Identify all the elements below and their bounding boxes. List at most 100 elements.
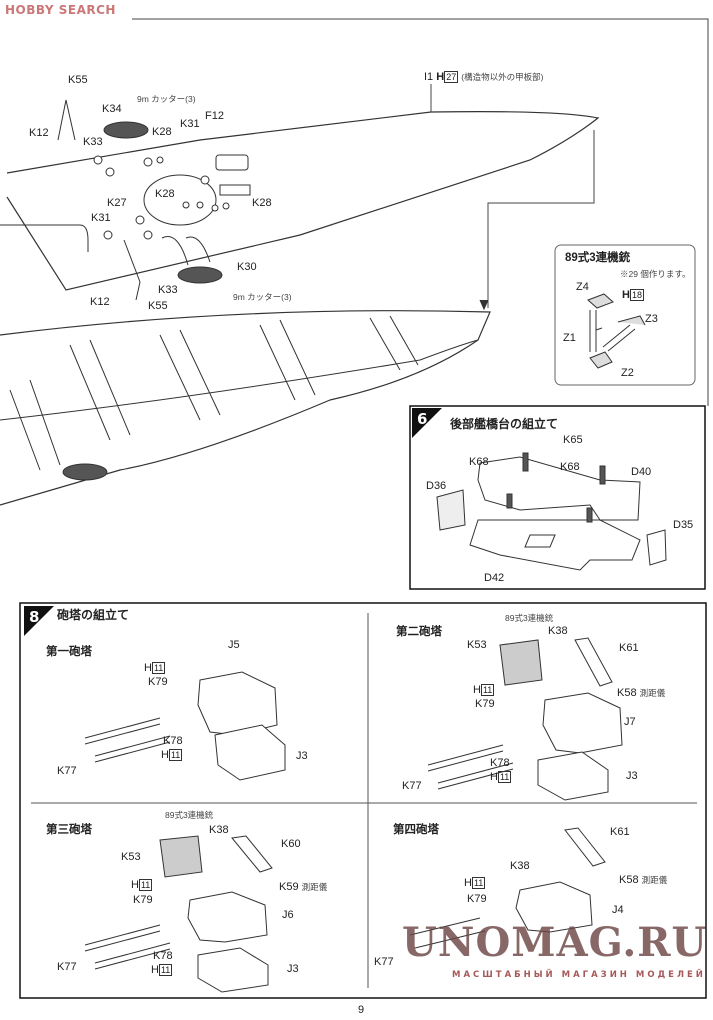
part-label: K12 <box>90 296 110 308</box>
part-label: Z4 <box>576 281 589 293</box>
paint-number: 11 <box>471 877 486 889</box>
paint-note: (構造物以外の甲板部) <box>461 72 544 82</box>
part-label: K58 測距儀 <box>617 687 665 699</box>
cutter-boat <box>103 121 149 139</box>
part-label: K77 <box>402 780 422 792</box>
k65-parts <box>506 452 606 523</box>
part-label: D42 <box>484 572 505 584</box>
paint-number: 27 <box>444 71 459 83</box>
part-label: K53 <box>121 851 141 863</box>
d42-part <box>469 519 641 571</box>
part-label: Z3 <box>645 313 658 325</box>
part-label: 9m カッター(3) <box>137 94 196 104</box>
step-number: 8 <box>29 608 40 626</box>
inset-arrows <box>589 310 636 352</box>
paint-prefix: H <box>464 877 472 889</box>
paint-number: 11 <box>138 879 153 891</box>
part-label: K78 <box>163 735 183 747</box>
step-title: 砲塔の組立て <box>57 608 130 622</box>
paint-prefix: H <box>161 749 169 761</box>
part-label: Z2 <box>621 367 634 379</box>
d36-part <box>436 489 466 531</box>
part-label: K77 <box>57 765 77 777</box>
part-label: K31 <box>91 212 111 224</box>
paint-number: 11 <box>480 684 495 696</box>
divider <box>31 613 697 988</box>
part-label: D36 <box>426 480 447 492</box>
paint-prefix: H <box>151 964 159 976</box>
part-label: K77 <box>374 956 394 968</box>
part-note: 測距儀 <box>301 882 328 892</box>
f12-base <box>219 184 251 196</box>
inset-note: ※29 個作ります。 <box>620 269 691 279</box>
part-label: K28 <box>152 126 172 138</box>
part-label: K55 <box>68 74 88 86</box>
paint-prefix: H <box>473 684 481 696</box>
part-label: I1 <box>424 71 434 83</box>
part-label: K30 <box>237 261 257 273</box>
part-label: K34 <box>102 103 122 115</box>
unomag-watermark: UNOMAG.RU <box>402 919 708 966</box>
page-number: 9 <box>358 1004 365 1016</box>
part-label: K12 <box>29 127 49 139</box>
paint-number: 11 <box>151 662 166 674</box>
small-parts <box>93 155 230 240</box>
part-label: K33 <box>158 284 178 296</box>
turret-title: 第四砲塔 <box>393 824 439 836</box>
part-label: K31 <box>180 118 200 130</box>
part-label: J5 <box>228 639 240 651</box>
paint-prefix: H <box>131 879 139 891</box>
part-label: K68 <box>469 456 489 468</box>
part-label: J4 <box>612 904 624 916</box>
aa-gun <box>587 293 646 369</box>
part-label: K79 <box>467 893 487 905</box>
part-label: K79 <box>475 698 495 710</box>
deck-pointer <box>430 84 595 308</box>
part-label: J3 <box>287 963 299 975</box>
paint-prefix: H <box>436 71 445 83</box>
guide-circle <box>143 174 217 226</box>
part-label: K79 <box>148 676 168 688</box>
part-note: 測距儀 <box>639 688 666 698</box>
part-label: K53 <box>467 639 487 651</box>
part-label: J7 <box>624 716 636 728</box>
paint-number: 11 <box>497 771 512 783</box>
hobby-search-watermark: HOBBY SEARCH <box>5 3 116 17</box>
part-label: K27 <box>107 197 127 209</box>
part-label: K68 <box>560 461 580 473</box>
turret-drawings <box>84 637 623 993</box>
step8-box <box>19 602 707 999</box>
part-label: K58 測距儀 <box>619 874 667 886</box>
arrow <box>479 299 489 311</box>
part-label: D35 <box>673 519 694 531</box>
part-label: K78 <box>490 757 510 769</box>
part-label: K65 <box>563 434 583 446</box>
turret-title: 第二砲塔 <box>396 626 442 638</box>
frame-line <box>132 18 709 406</box>
hull <box>0 310 491 506</box>
paint-number: 18 <box>629 289 644 301</box>
part-number: K59 <box>279 881 299 893</box>
part-label: K60 <box>281 838 301 850</box>
paint-prefix: H <box>622 289 630 301</box>
part-label: K38 <box>548 625 568 637</box>
part-label: K78 <box>153 950 173 962</box>
part-note: 測距儀 <box>641 875 668 885</box>
part-label: K59 測距儀 <box>279 881 327 893</box>
paint-prefix: H <box>144 662 152 674</box>
step-title: 後部艦橋台の組立て <box>450 417 559 431</box>
part-label: 9m カッター(3) <box>233 292 292 302</box>
hull-ladders <box>9 315 419 471</box>
cutter-boat <box>177 266 223 284</box>
unomag-watermark-subtitle: МАСШТАБНЫЙ МАГАЗИН МОДЕЛЕЙ <box>452 970 706 980</box>
hull-deck-edge <box>0 339 479 421</box>
f12-part <box>215 154 249 171</box>
part-number: K58 <box>617 687 637 699</box>
